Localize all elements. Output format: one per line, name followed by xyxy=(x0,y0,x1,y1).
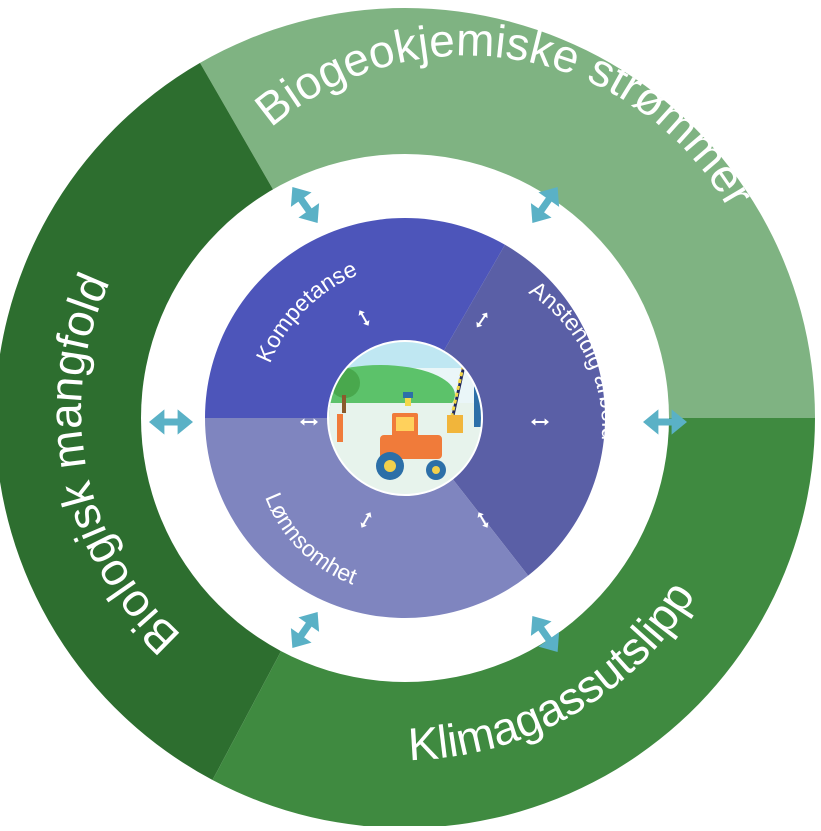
outer-segment-biogeokjemiske xyxy=(200,8,815,419)
small-double-arrow-icon xyxy=(358,310,370,326)
small-double-arrow-icon xyxy=(476,312,488,328)
small-double-arrow-icon xyxy=(477,512,489,528)
double-arrow-icon xyxy=(643,409,687,435)
outer-segment-klimagass xyxy=(212,418,815,828)
inner-segment-kompetanse xyxy=(205,218,505,418)
small-double-arrow-icon xyxy=(531,418,549,426)
double-arrow-icon xyxy=(290,186,320,224)
double-arrow-icon xyxy=(530,186,560,224)
small-double-arrow-icon xyxy=(300,418,318,426)
double-arrow-icon xyxy=(290,611,320,649)
small-double-arrow-icon xyxy=(360,512,372,528)
orange-post xyxy=(337,414,343,442)
inner-segment-anstendig xyxy=(444,244,606,576)
double-arrow-icon xyxy=(149,409,193,435)
double-arrow-icon xyxy=(530,615,560,653)
